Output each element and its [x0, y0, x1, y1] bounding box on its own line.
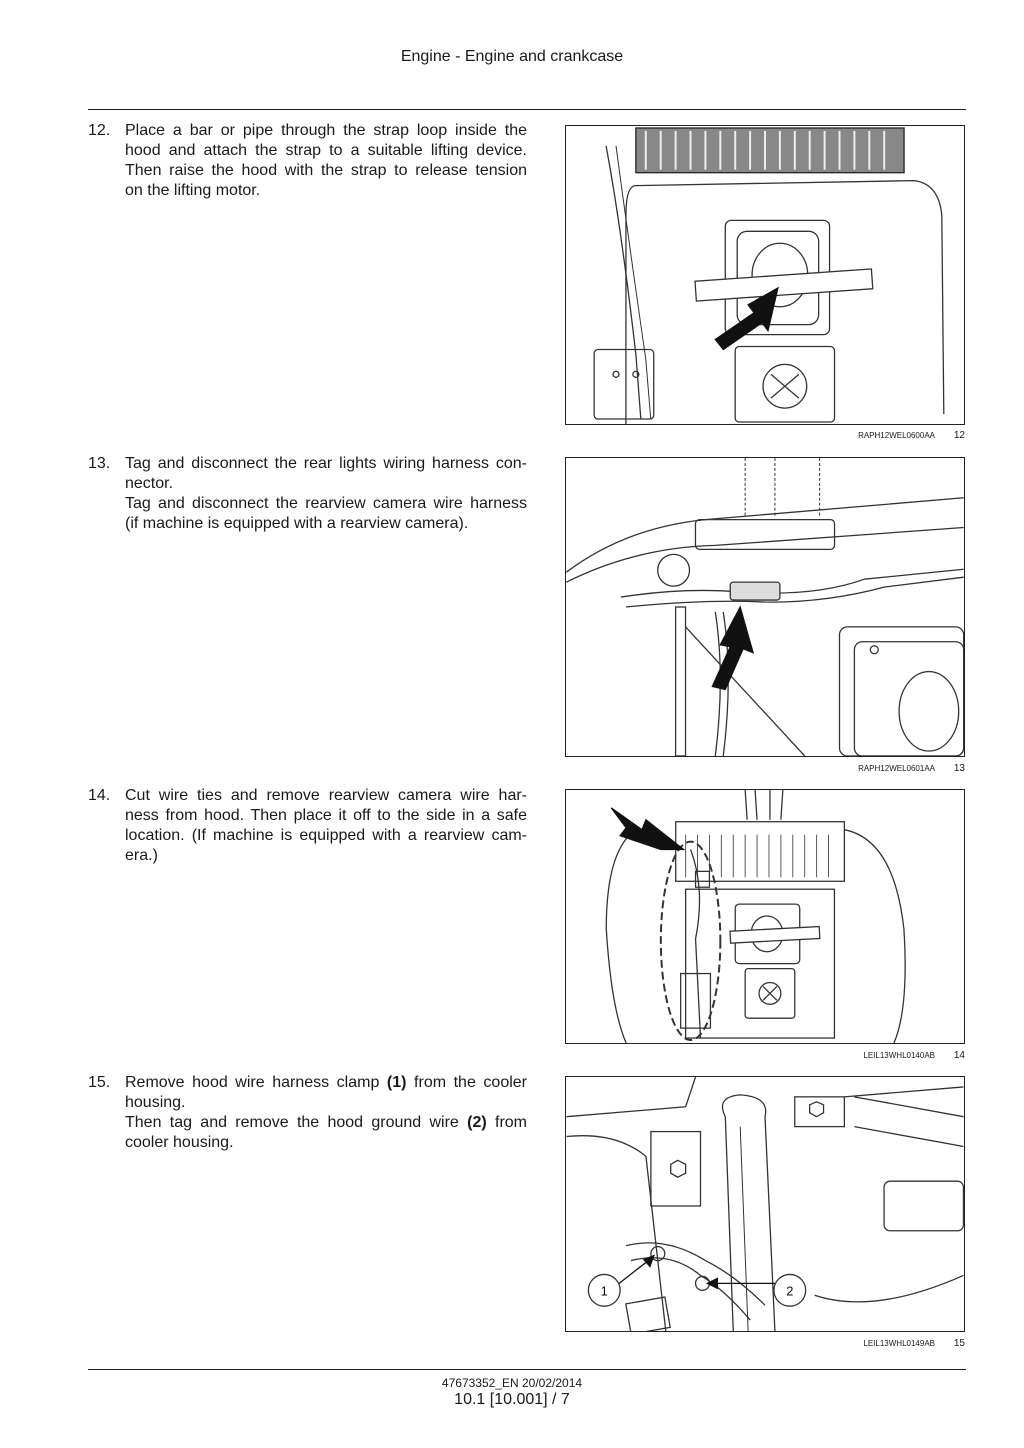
footer-divider [88, 1369, 966, 1370]
callout-2: 2 [786, 1283, 793, 1298]
figure-code: LEIL13WHL0140AB [863, 1051, 935, 1060]
page-header-title: Engine - Engine and crankcase [400, 48, 624, 65]
step-line: hood and attach the strap to a suitable … [125, 142, 527, 159]
figure-number: 14 [953, 1050, 965, 1061]
step-text: Cut wire ties and remove rearview camera… [125, 786, 527, 866]
step-text: Tag and disconnect the rear lights wirin… [125, 454, 527, 534]
figure-code: RAPH12WEL0600AA [858, 431, 935, 440]
figure-code: RAPH12WEL0601AA [858, 764, 935, 773]
step-line: Cut wire ties and remove rearview camera… [125, 787, 527, 804]
step-line: Remove hood wire harness clamp (1) from … [125, 1073, 527, 1093]
step-line: Then tag and remove the hood ground wire… [125, 1113, 527, 1133]
figure-14-illustration [565, 789, 965, 1044]
step-line: (if machine is equipped with a rearview … [125, 515, 469, 532]
step-line: cooler housing. [125, 1134, 234, 1151]
figure-number: 12 [953, 430, 965, 441]
step-line: ness from hood. Then place it off to the… [125, 807, 527, 824]
step-text-run: from [486, 1114, 528, 1131]
step-line: Then raise the hood with the strap to re… [125, 162, 527, 179]
step-number: 13. [88, 455, 111, 472]
figure-code: LEIL13WHL0149AB [863, 1339, 935, 1348]
header-divider [88, 109, 966, 110]
step-line: housing. [125, 1094, 186, 1111]
callout-reference-2: (2) [467, 1114, 487, 1131]
step-line: nector. [125, 475, 174, 492]
step-text-run: Remove hood wire harness clamp [125, 1074, 387, 1091]
step-line: Tag and disconnect the rear lights wirin… [125, 455, 527, 472]
footer-document-code: 47673352_EN 20/02/2014 [441, 1376, 583, 1390]
step-number: 12. [88, 122, 111, 139]
step-text: Remove hood wire harness clamp (1) from … [125, 1073, 527, 1153]
callout-reference-1: (1) [386, 1074, 407, 1091]
callout-1: 1 [601, 1283, 608, 1298]
figure-number: 15 [953, 1338, 965, 1349]
figure-13-illustration [565, 457, 965, 757]
step-line: Tag and disconnect the rearview camera w… [125, 495, 527, 512]
step-line: on the lifting motor. [125, 182, 261, 199]
step-line: Place a bar or pipe through the strap lo… [125, 122, 527, 139]
footer-page-number: 10.1 [10.001] / 7 [454, 1391, 570, 1408]
figure-number: 13 [953, 763, 965, 774]
step-number: 14. [88, 787, 111, 804]
step-text: Place a bar or pipe through the strap lo… [125, 121, 527, 201]
step-line: location. (If machine is equipped with a… [125, 827, 527, 844]
figure-15-illustration: 1 2 [565, 1076, 965, 1332]
step-text-run: Then tag and remove the hood ground wire [125, 1114, 468, 1131]
step-text-run: from the cooler [406, 1074, 527, 1091]
step-number: 15. [88, 1074, 111, 1091]
step-line: era.) [125, 847, 158, 864]
figure-12-illustration [565, 125, 965, 425]
